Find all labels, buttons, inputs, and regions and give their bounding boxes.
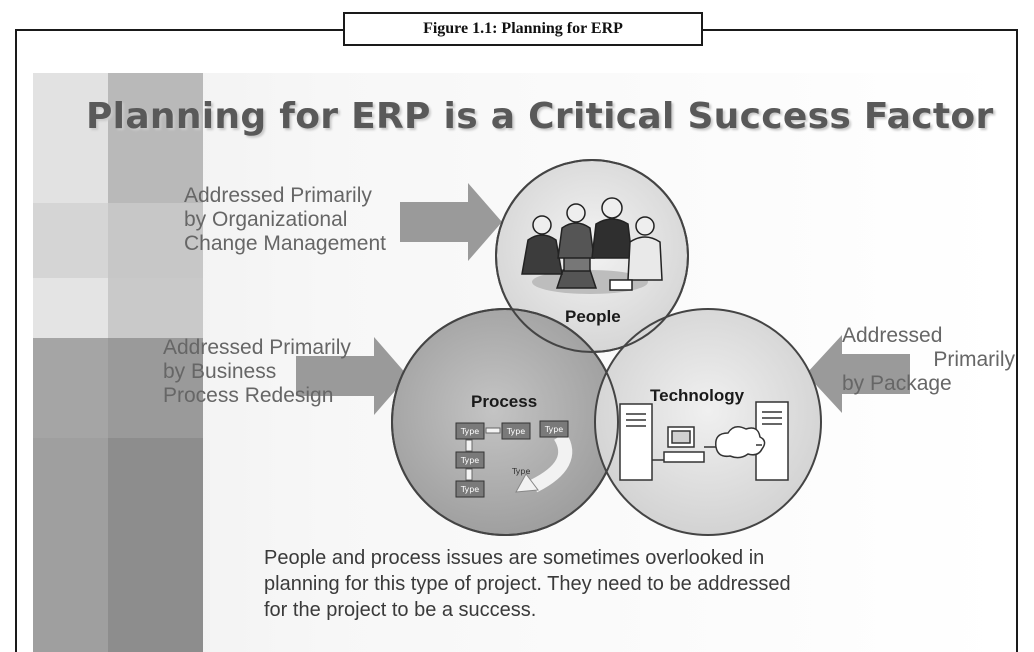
figure-frame xyxy=(15,29,1018,652)
flow-box-label: Type xyxy=(460,456,479,465)
arrow-technology xyxy=(806,335,910,413)
summary-line: for the project to be a success. xyxy=(264,599,537,621)
arrow-process xyxy=(296,337,408,415)
network-servers-icon xyxy=(619,401,789,481)
process-note-line: by Business xyxy=(163,360,277,383)
arrow-people xyxy=(400,183,502,261)
process-note-line: Addressed Primarily xyxy=(163,336,351,359)
circle-process xyxy=(391,308,619,536)
process-flow-graphic: Type Type Type Type Type Type xyxy=(455,420,573,498)
technology-note: Addressed Primarily by Package xyxy=(842,324,1017,396)
technology-note-line: Primarily xyxy=(933,348,1015,371)
figure-caption: Figure 1.1: Planning for ERP xyxy=(343,12,703,46)
summary-line: planning for this type of project. They … xyxy=(264,573,791,595)
people-note-line: Change Management xyxy=(184,232,386,255)
process-note-line: Process Redesign xyxy=(163,384,334,407)
people-note-line: by Organizational xyxy=(184,208,348,231)
flow-box-label: Type xyxy=(460,427,479,436)
flow-box-label: Type xyxy=(511,467,530,476)
technology-note-line: by Package xyxy=(842,372,952,395)
slide-title: Planning for ERP is a Critical Success F… xyxy=(86,96,994,137)
circle-label-people: People xyxy=(565,307,621,326)
summary-text: People and process issues are sometimes … xyxy=(264,545,964,623)
summary-line: People and process issues are sometimes … xyxy=(264,547,765,569)
people-note-line: Addressed Primarily xyxy=(184,184,372,207)
circle-label-technology: Technology xyxy=(650,386,745,405)
flow-box-labels: Type Type Type Type Type xyxy=(460,425,563,494)
circle-label-process: Process xyxy=(471,392,538,411)
people-group-icon xyxy=(521,197,663,294)
flow-box-label: Type xyxy=(544,425,563,434)
flow-box-label: Type xyxy=(506,427,525,436)
process-note: Addressed Primarily by Business Process … xyxy=(163,336,351,408)
technology-note-line: Addressed xyxy=(842,324,943,347)
people-note: Addressed Primarily by Organizational Ch… xyxy=(184,184,386,256)
flow-box-label: Type xyxy=(460,485,479,494)
